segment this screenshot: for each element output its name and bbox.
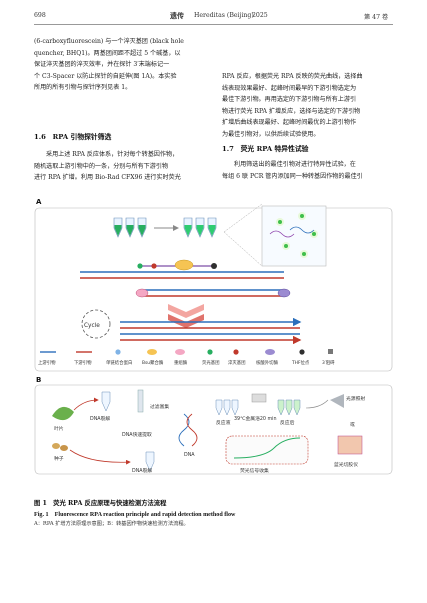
label-dna-cleave-top: DNA裂解 (90, 415, 110, 422)
right-section-paragraph: 利用筛选出的最佳引物对进行特异性试验，在 每组 6 联 PCR 管内添加同一种转… (222, 159, 363, 182)
label-blue-gel: 蓝光切胶仪 (334, 461, 358, 468)
label-reaction-liquid: 反应液 (216, 419, 231, 426)
text-line: 扩增后曲线表现最好、起峰时间最优的上游引物作 (222, 119, 357, 127)
text-line: RPA 反应，根据荧光 RPA 反映的荧光曲线，选择曲 (222, 73, 363, 80)
left-section-paragraph: 采用上述 RPA 反应体系，针对每个转基因作物， 随机选取上游引物中的一条，分别… (34, 149, 181, 184)
legend-label: THF位点 (291, 359, 310, 366)
label-temp-time: 39℃金属浴20 min (234, 415, 277, 422)
section-heading-1-7: 1.7 荧光 RPA 特异性试验 (222, 145, 309, 153)
zoom-line (223, 231, 263, 267)
journal-title: Hereditas (Beijing) (194, 12, 254, 19)
legend: 上游引物 下游引物 单链结合蛋白 Bsu聚合酶 重组酶 荧光基团 淬灭基团 核酸… (38, 349, 335, 366)
cycle-diagram: Cycle (81, 309, 302, 345)
metal-bath-icon (251, 393, 267, 403)
text-line: quencher, BHQ1)。两基团间距不超过 5 个碱基，以 (34, 49, 181, 57)
legend-label: 上游引物 (38, 359, 56, 366)
label-uv: 光源照射 (346, 395, 365, 402)
text-line: 个 C3-Spacer 以防止探针的自延伸(图 1A)。本实验 (34, 72, 177, 80)
panel-b-label: B (36, 376, 41, 384)
text-line: 线表现效果最好、起峰时间最早的下游引物选定为 (222, 84, 357, 92)
figure-1-graphic: A (34, 198, 393, 475)
page-number: 698 (34, 12, 46, 19)
volume-label: 第 47 卷 (364, 14, 389, 21)
label-or: 或 (350, 421, 355, 428)
text-line: 最佳下游引物。再用选定的下游引物与所有上游引 (222, 96, 357, 104)
right-paragraph: RPA 反应，根据荧光 RPA 反映的荧光曲线，选择曲 线表现效果最好、起峰时间… (222, 71, 363, 141)
uv-lamp-icon (330, 394, 344, 408)
text-line: 保证淬灭基团的淬灭效率，并在探针 3′末端标记一 (34, 61, 170, 69)
label-filter-collect: 过滤富集 (150, 403, 169, 410)
text-line: (6-carboxyfluorescein) 与一个淬灭基团 (black ho… (34, 38, 184, 45)
pcr-tubes (113, 217, 217, 238)
fluorescent-molecules (269, 212, 318, 258)
gel-cutter-icon (337, 435, 363, 455)
legend-label: 重组酶 (174, 359, 188, 366)
legend-label: 单链结合蛋白 (106, 359, 132, 366)
caption-cn: 图 1 荧光 RPA 反应原理与快速检测方法流程 (34, 500, 167, 507)
label-leaf: 叶片 (54, 425, 64, 432)
tube-icon (101, 391, 111, 412)
legend-label: 下游引物 (74, 359, 92, 366)
label-fluor-collect: 荧光信号收集 (240, 467, 269, 474)
filter-icon (137, 389, 144, 413)
caption-note: A：RPA 扩增方法原理示意图；B：转基因作物快速检测方法流程。 (34, 521, 189, 527)
leaf-icon (52, 406, 74, 421)
text-line: 所用的所有引物与探针序列见表 1。 (34, 84, 132, 92)
header-rule (34, 24, 393, 25)
label-dna-cleave-bottom: DNA裂解 (132, 467, 152, 474)
down-chevrons (168, 304, 204, 328)
section-heading-1-6: 1.6 RPA 引物探针筛选 (34, 133, 112, 141)
legend-label: 荧光基团 (202, 359, 220, 366)
journal-year: 2025 (252, 12, 268, 19)
label-dna-fast-extract: DNA快速提取 (122, 431, 152, 438)
figure-1: A (34, 194, 393, 476)
legend-label: 淬灭基团 (228, 359, 246, 366)
zoom-line (223, 203, 263, 233)
text-line: 为最佳引物对，以供后续试验使用。 (222, 130, 320, 138)
cycle-label: Cycle (84, 323, 100, 329)
legend-label: Bsu聚合酶 (142, 359, 164, 366)
panel-a-frame (34, 207, 393, 372)
journal-title-cn: 遗传 (170, 11, 184, 20)
text-line: 利用筛选出的最佳引物对进行特异性试验，在 (234, 161, 356, 168)
text-line: 每组 6 联 PCR 管内添加同一种转基因作物的最佳引 (222, 172, 363, 180)
reaction-tubes (215, 399, 301, 416)
text-line: 物进行荧光 RPA 扩增反应，选择与选定的下游引物 (222, 107, 361, 115)
left-paragraph: (6-carboxyfluorescein) 与一个淬灭基团 (black ho… (34, 36, 184, 94)
label-reaction-post: 反应后 (280, 419, 295, 426)
panel-a-label: A (36, 198, 42, 206)
label-seed: 种子 (54, 455, 64, 462)
legend-label: 核酸外切酶 (256, 359, 279, 366)
rpa-dna-strands (80, 259, 291, 298)
text-line: 随机选取上游引物中的一条，分别与所有下游引物 (34, 162, 169, 170)
panel-b-frame (34, 384, 393, 475)
fluor-panel (225, 435, 309, 465)
workflow: 叶片 种子 DNA裂解 过滤富集 DNA快速提取 DNA裂解 DNA (52, 389, 365, 474)
seed-icon (52, 443, 60, 449)
text-line: 进行 RPA 扩增。利用 Bio-Rad CFX96 进行实时荧光 (34, 174, 181, 182)
text-line: 采用上述 RPA 反应体系，针对每个转基因作物， (46, 151, 179, 158)
legend-label: 3′阻碍 (322, 359, 335, 366)
caption-en: Fig. 1 Fluorescence RPA reaction princip… (34, 512, 236, 518)
label-dna: DNA (184, 452, 195, 458)
